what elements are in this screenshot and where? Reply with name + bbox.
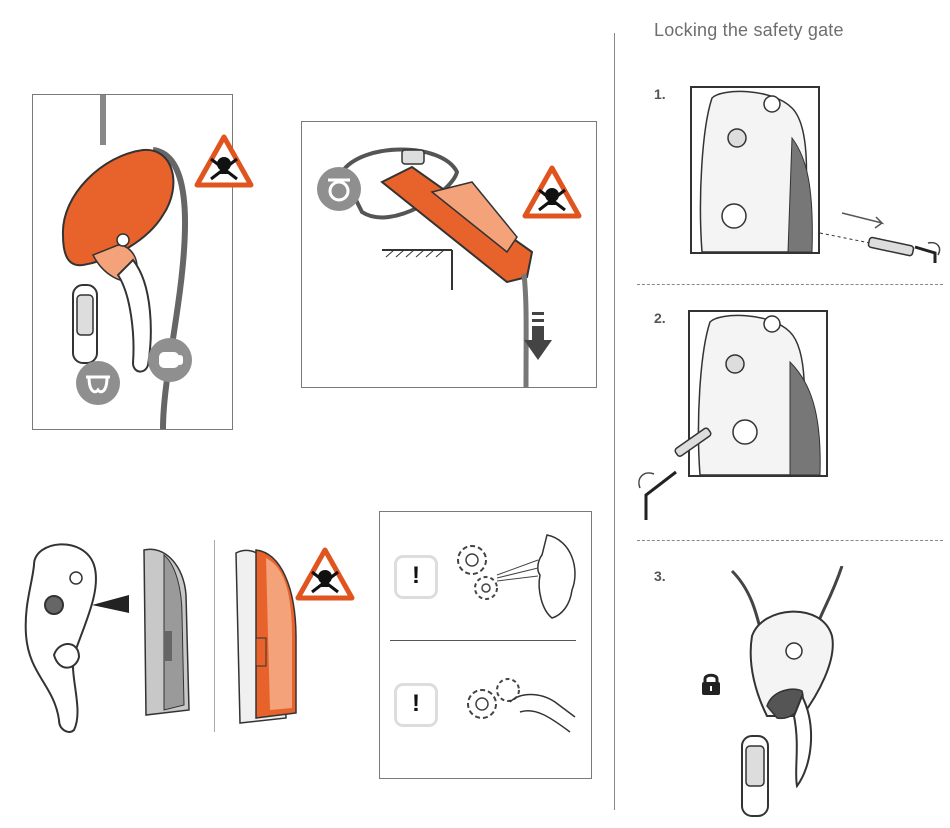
harness-icon bbox=[76, 361, 120, 405]
section-title: Locking the safety gate bbox=[654, 20, 844, 40]
danger-skull-icon bbox=[194, 134, 254, 188]
illustration-cam-detail-orange bbox=[235, 549, 297, 724]
danger-skull-icon bbox=[295, 547, 355, 601]
step-number: 1. bbox=[654, 86, 666, 102]
column-divider bbox=[614, 33, 615, 810]
attention-mark: ! bbox=[412, 562, 420, 589]
step-2-image bbox=[688, 310, 828, 477]
panel-misuse-edge bbox=[301, 121, 597, 388]
fist-brake-hand-icon bbox=[148, 338, 192, 382]
step-number: 3. bbox=[654, 568, 666, 584]
illustration-step-1 bbox=[699, 90, 813, 252]
step-1-image bbox=[690, 86, 820, 254]
anchor-ring-icon bbox=[317, 167, 361, 211]
step-number: 2. bbox=[654, 310, 666, 326]
illustration-step-2 bbox=[697, 314, 821, 475]
illustration-device-over-edge bbox=[339, 147, 552, 387]
exclamation-attention-icon: ! bbox=[394, 555, 438, 599]
danger-skull-icon bbox=[522, 165, 582, 219]
step-separator bbox=[637, 540, 943, 541]
attention-mark: ! bbox=[412, 690, 420, 717]
exclamation-attention-icon: ! bbox=[394, 683, 438, 727]
gears-hand-illustration bbox=[467, 678, 576, 733]
padlock-icon bbox=[702, 673, 720, 695]
illustration-cam-detail bbox=[24, 543, 190, 733]
attention-divider bbox=[390, 640, 576, 641]
illustration-step-3-device-locked bbox=[730, 566, 844, 817]
illustration-device-on-rope bbox=[61, 95, 188, 429]
hex-key-tool-illustration bbox=[638, 427, 712, 520]
gears-face-splash-illustration bbox=[457, 534, 576, 619]
panel-misuse-hand-on-device bbox=[32, 94, 254, 430]
hex-key-tool-illustration bbox=[820, 212, 941, 263]
step-separator bbox=[637, 284, 943, 285]
panel-attention: ! ! bbox=[379, 511, 592, 779]
panel-separator bbox=[214, 540, 215, 732]
